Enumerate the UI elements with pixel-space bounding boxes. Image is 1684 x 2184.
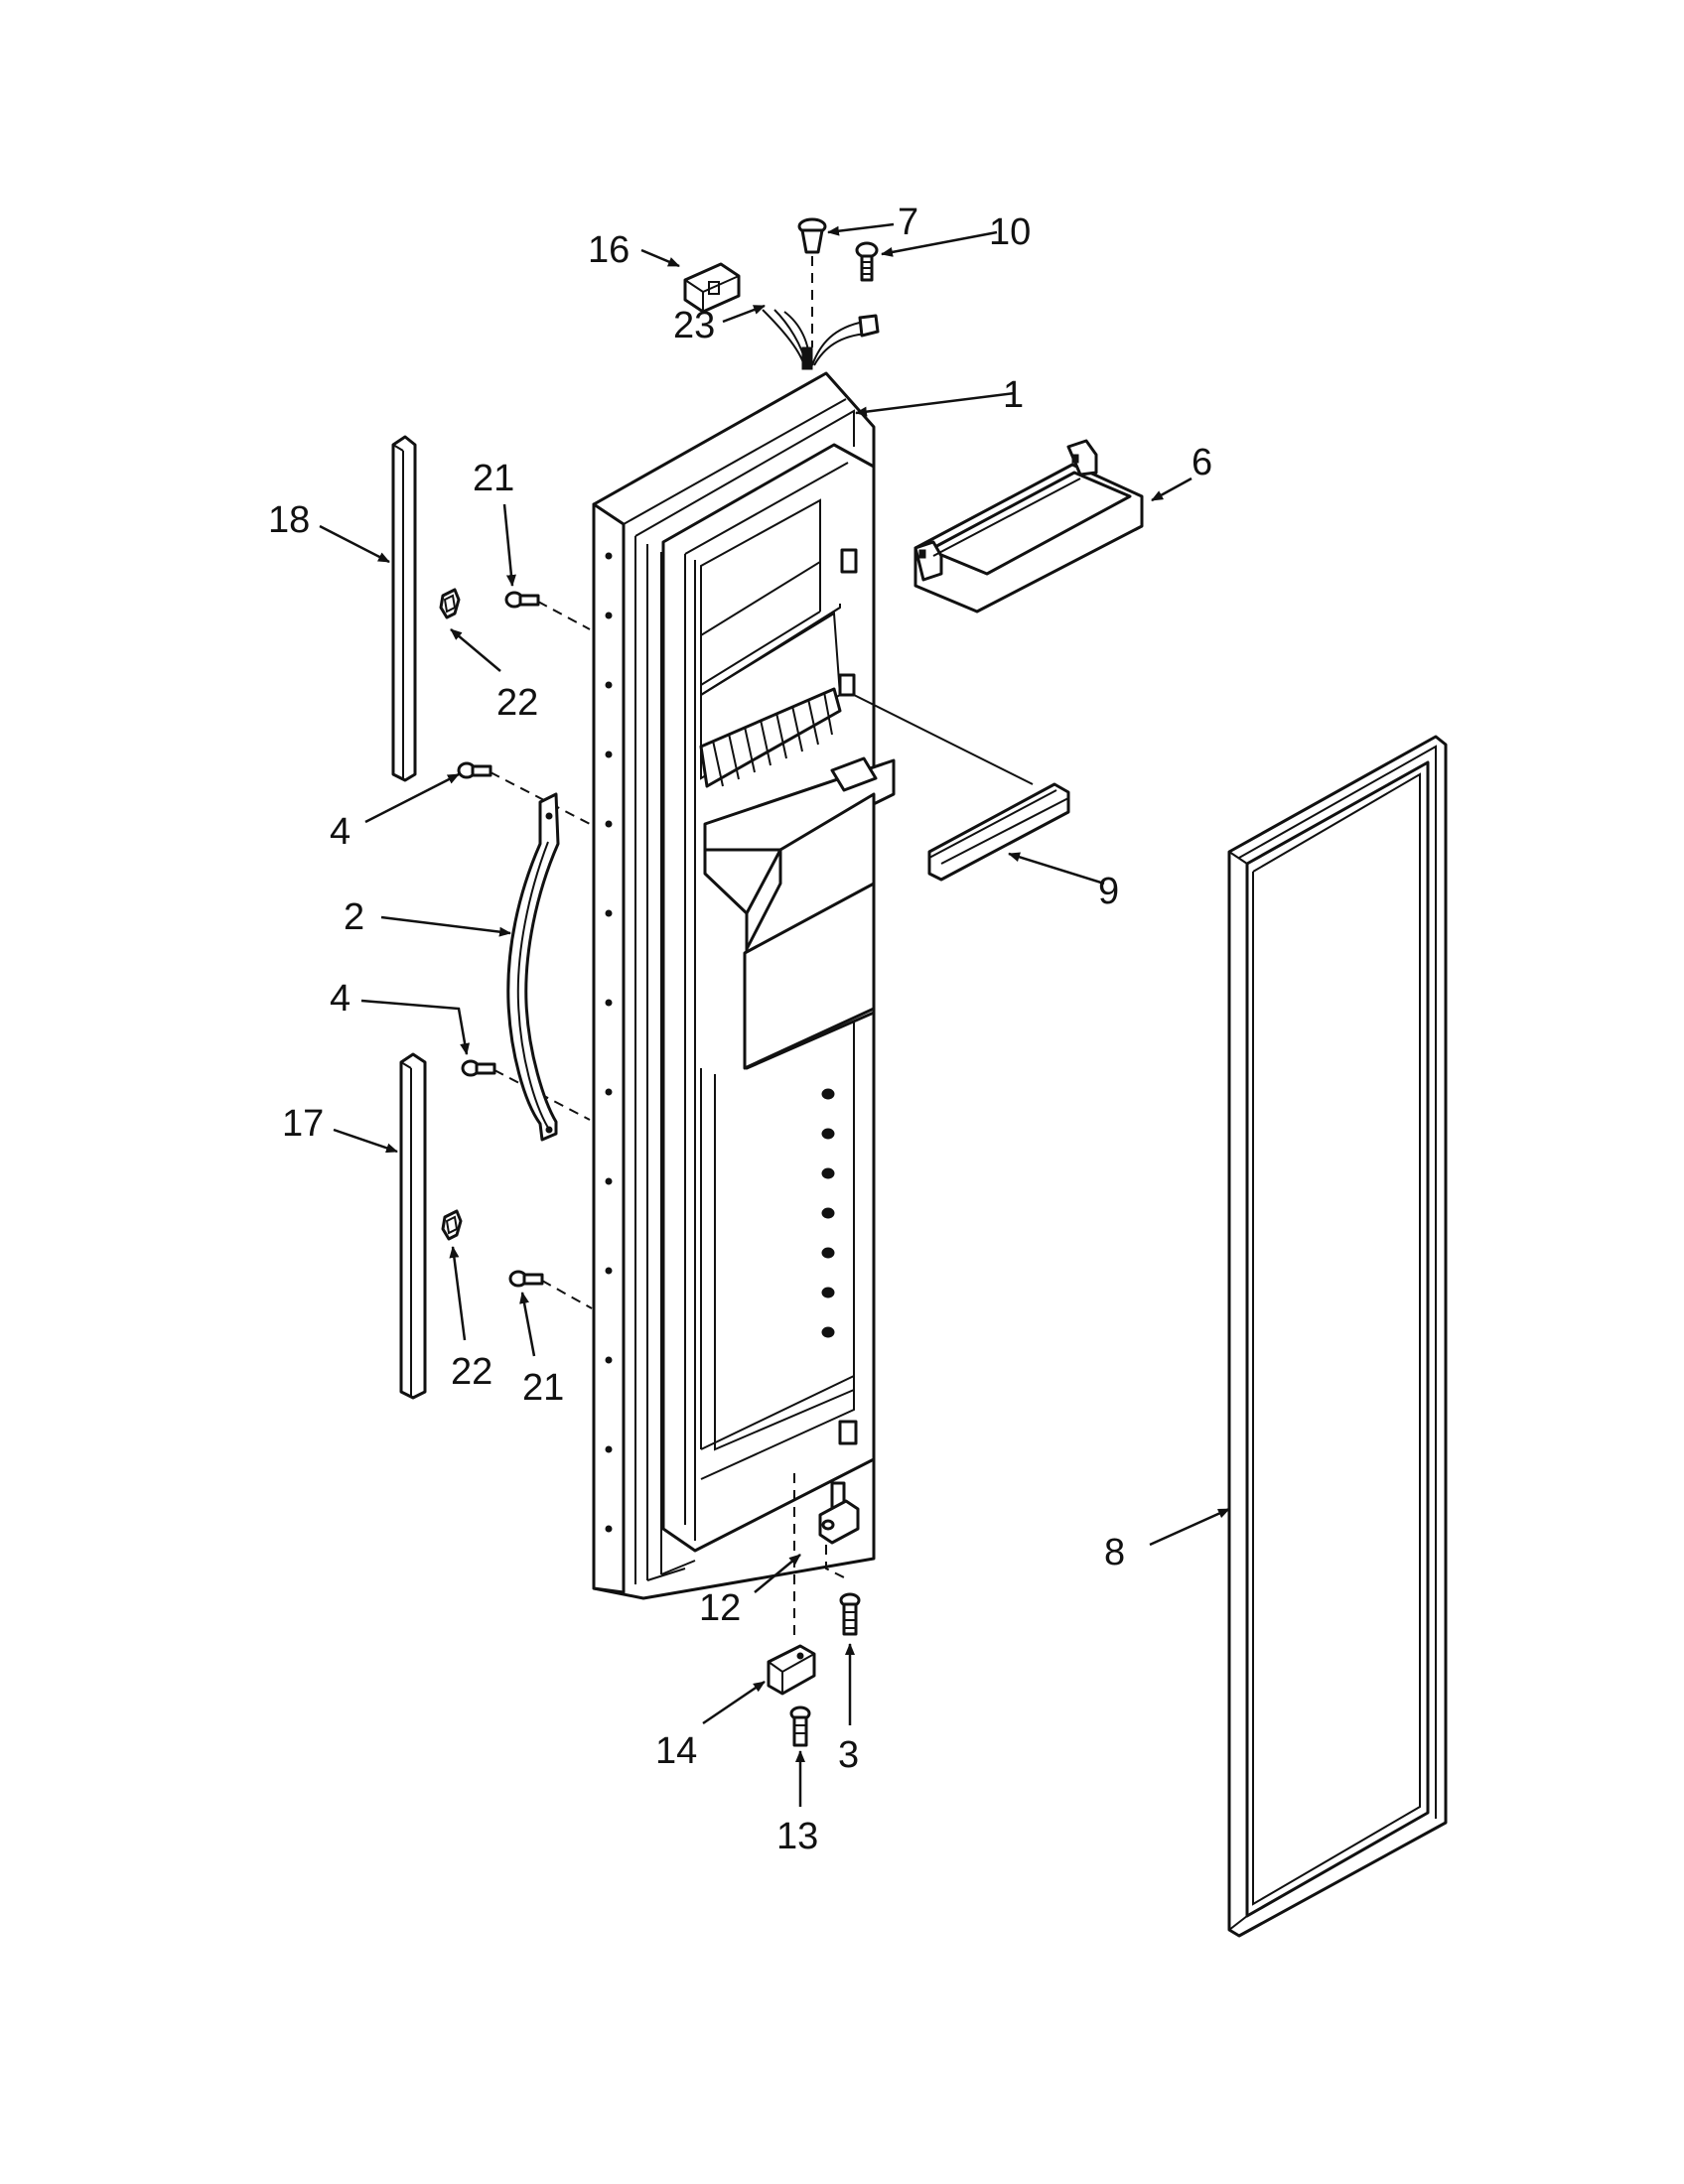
handle-screw-upper <box>457 761 591 825</box>
lower-bracket <box>767 1644 816 1696</box>
wire-harness <box>762 309 880 370</box>
trim-strip-upper <box>391 435 417 782</box>
bracket-screw <box>789 1706 811 1747</box>
hinge-screw <box>839 1592 861 1636</box>
callout-16: 16 <box>588 229 630 271</box>
hinge-pin <box>793 1473 860 1638</box>
wire-connector <box>683 262 741 314</box>
small-screw <box>855 241 879 282</box>
callout-22-lower: 22 <box>451 1351 492 1393</box>
callout-21-lower: 21 <box>522 1367 564 1409</box>
door-gasket <box>1227 735 1448 1938</box>
light-socket <box>797 217 827 347</box>
trim-clip-lower <box>441 1209 463 1241</box>
callout-14: 14 <box>655 1730 697 1772</box>
callout-6: 6 <box>1192 442 1212 483</box>
callout-18: 18 <box>268 499 310 541</box>
callout-8: 8 <box>1104 1532 1125 1573</box>
door-handle <box>506 792 560 1142</box>
door-shelf-bin <box>913 439 1144 614</box>
callout-4-upper: 4 <box>330 811 351 853</box>
callout-4-lower: 4 <box>330 978 351 1020</box>
leader-lines <box>319 222 1230 1807</box>
callout-9: 9 <box>1098 871 1119 912</box>
callout-7: 7 <box>898 202 918 243</box>
screw-upper-21 <box>504 591 591 630</box>
door-panel <box>592 371 896 1600</box>
callout-1: 1 <box>1003 374 1024 416</box>
callout-2: 2 <box>344 896 364 938</box>
callout-12: 12 <box>699 1587 741 1629</box>
shelf-rail <box>853 694 1070 882</box>
callout-17: 17 <box>282 1103 324 1145</box>
trim-clip-upper <box>439 588 461 619</box>
callout-3: 3 <box>838 1734 859 1776</box>
callout-10: 10 <box>989 211 1031 253</box>
callout-23: 23 <box>673 305 715 346</box>
trim-strip-lower <box>399 1052 427 1400</box>
callout-21-upper: 21 <box>473 458 514 499</box>
screw-lower-21 <box>508 1270 593 1309</box>
callout-labels: 1 2 3 4 4 6 7 8 9 10 12 13 14 16 17 18 2… <box>268 202 1212 1857</box>
callout-13: 13 <box>776 1816 818 1857</box>
callout-22-upper: 22 <box>496 682 538 724</box>
